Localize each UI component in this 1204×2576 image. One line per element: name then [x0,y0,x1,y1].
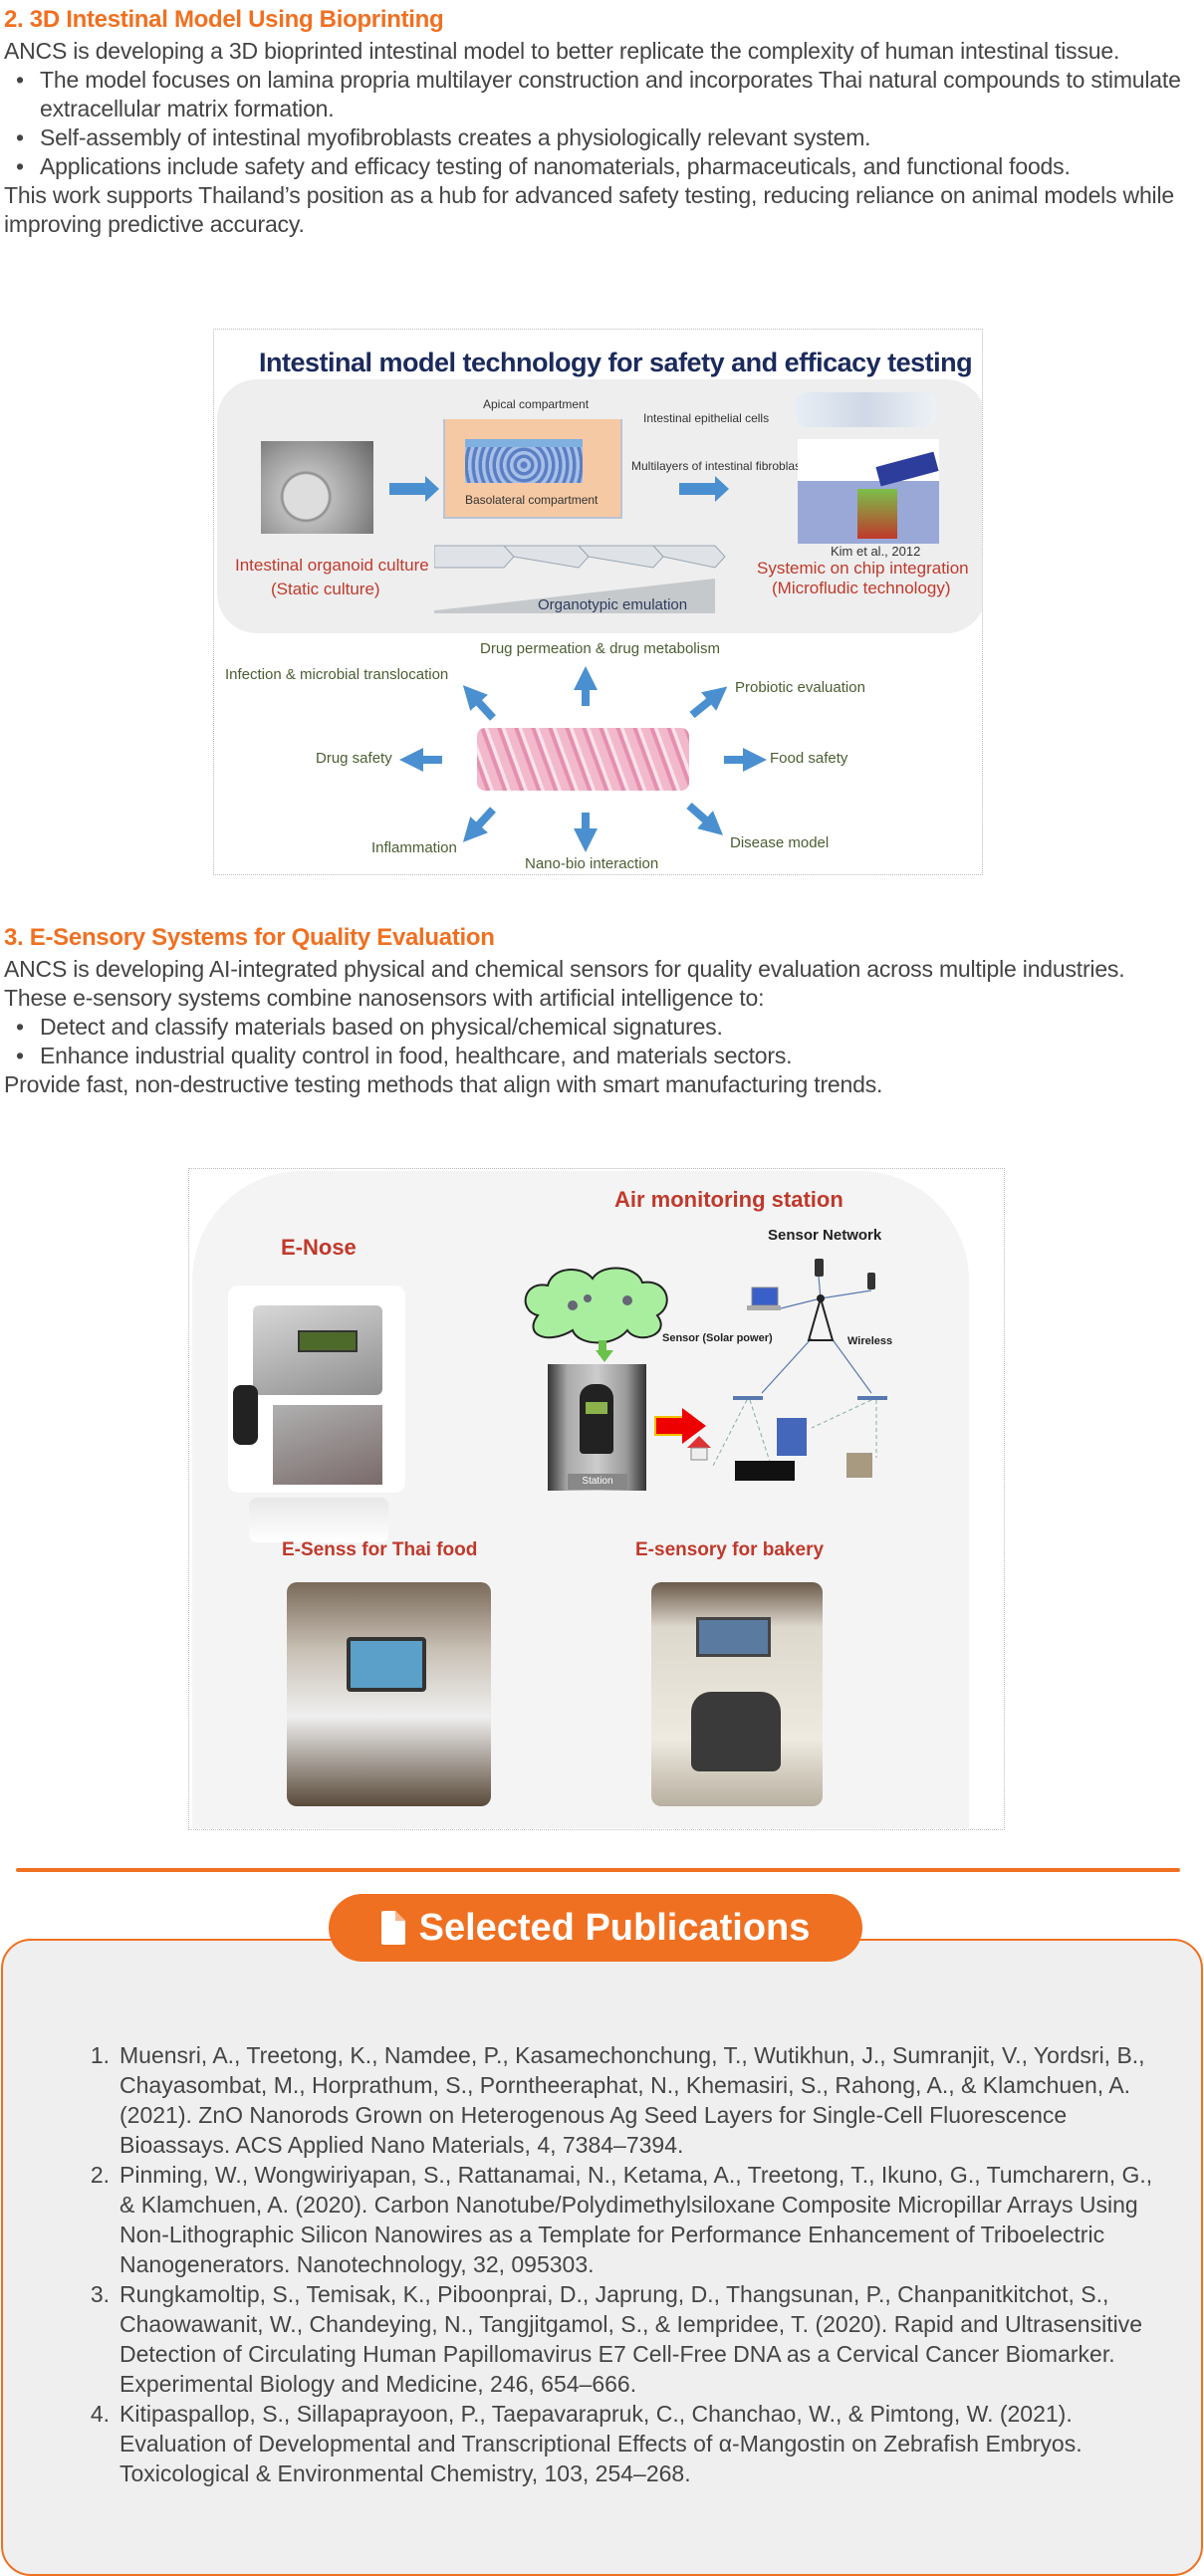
wireless-label: Wireless [847,1335,893,1347]
section-lead: These e-sensory systems combine nanosens… [4,985,765,1011]
bullet-list: Detect and classify materials based on p… [4,1013,1199,1070]
gas-cloud-icon [524,1267,668,1355]
phone-icon [815,1259,824,1277]
publication-item: 3. Rungkamoltip, S., Temisak, K., Piboonp… [60,2279,1165,2399]
thai-food-device-image [287,1582,491,1806]
emulation-label: Organotypic emulation [538,596,688,613]
human-body-image [795,392,936,427]
red-arrow-icon [654,1416,684,1436]
publications-title: Selected Publications [418,1906,811,1949]
publication-item: 2. Pinming, W., Wongwiriyapan, S., Rattan… [60,2160,1165,2279]
publication-list: 1. Muensri, A., Treetong, K., Namdee, P.,… [60,2040,1165,2488]
sensor-network-label: Sensor Network [768,1227,882,1244]
station-image: Station [548,1364,646,1491]
router-icon [733,1396,763,1400]
section-intro: ANCS is developing a 3D bioprinted intes… [4,38,1120,64]
apical-label: Apical compartment [483,397,590,411]
section-body-bioprinting: ANCS is developing a 3D bioprinted intes… [4,37,1199,239]
epithelial-layer [465,439,583,447]
fibroblast-layer [465,447,583,483]
building-icon [777,1418,807,1456]
citation-text: Rungkamoltip, S., Temisak, K., Piboonpra… [120,2281,1143,2397]
item-number: 1. [90,2042,110,2068]
enose-device-image [228,1286,405,1493]
arrow-head [425,476,439,502]
esensory-figure: Air monitoring station E-Nose Sensor Net… [188,1168,1005,1830]
document-icon [380,1911,405,1945]
organoid-image [261,441,373,534]
item-number: 4. [90,2401,110,2427]
publication-item: 4. Kitipaspallop, S., Sillapaprayoon, P.,… [60,2399,1165,2488]
station-label: Station [568,1474,627,1490]
application-arrows [399,666,767,852]
list-item: Enhance industrial quality control in fo… [4,1042,1199,1070]
list-item: Applications include safety and efficacy… [4,152,1199,181]
factory-icon [735,1461,795,1481]
intestinal-model-figure: Intestinal model technology for safety a… [213,329,983,875]
tissue-histology-image [477,728,689,791]
app-inflammation: Inflammation [371,839,457,856]
fibroblast-label: Multilayers of intestinal fibroblast [631,459,805,473]
app-nano-bio: Nano-bio interaction [525,855,659,872]
publications-badge: Selected Publications [329,1894,862,1962]
section-intro: ANCS is developing AI-integrated physica… [4,956,1125,982]
figure-title: Intestinal model technology for safety a… [259,348,973,377]
arrow-right-icon [389,483,427,495]
arrow-down-right-icon [686,802,724,835]
section-closing: Provide fast, non-destructive testing me… [4,1071,883,1097]
red-arrow-head [682,1408,706,1444]
laptop-icon [751,1287,779,1306]
section-body-esensory: ANCS is developing AI-integrated physica… [4,955,1199,1099]
section-heading-esensory: 3. E-Sensory Systems for Quality Evaluat… [4,924,495,951]
progression-chevrons [434,545,726,613]
item-number: 2. [90,2162,110,2188]
arrow-up-left-icon [462,685,496,721]
organ-on-chip-image [798,439,939,544]
phone-icon [867,1273,875,1289]
list-item: The model focuses on lamina propria mult… [4,66,1199,123]
app-food-safety: Food safety [770,750,848,767]
office-icon [846,1453,872,1478]
bakery-title: E-sensory for bakery [635,1539,825,1560]
section-closing: This work supports Thailand’s position a… [4,182,1174,237]
bakery-device-image [651,1582,823,1806]
solar-sensor-label: Sensor (Solar power) [662,1332,773,1344]
bullet-list: The model focuses on lamina propria mult… [4,66,1199,181]
thai-food-title: E-Senss for Thai food [282,1539,478,1560]
app-probiotic: Probiotic evaluation [735,679,865,696]
router-icon [857,1396,887,1400]
citation-label: Kim et al., 2012 [831,544,921,559]
arrow-down-icon [596,1350,613,1362]
app-drug-safety: Drug safety [316,750,392,767]
app-drug-permeation: Drug permeation & drug metabolism [480,640,720,657]
sensor-network-diagram [687,1259,887,1481]
section-divider [16,1868,1180,1872]
tower-icon [807,1294,835,1341]
organoid-culture-label: Intestinal organoid culture [235,556,429,575]
house-icon [687,1436,711,1448]
chip-integration-label: Systemic on chip integration [757,559,969,578]
citation-text: Kitipaspallop, S., Sillapaprayoon, P., T… [120,2401,1083,2486]
app-infection: Infection & microbial translocation [225,666,449,683]
list-item: Detect and classify materials based on p… [4,1013,1199,1042]
enose-reflection [249,1498,388,1542]
app-disease-model: Disease model [730,834,830,851]
citation-text: Pinming, W., Wongwiriyapan, S., Rattanam… [120,2162,1153,2277]
epithelial-label: Intestinal epithelial cells [643,411,770,425]
list-item: Self-assembly of intestinal myofibroblas… [4,123,1199,152]
static-culture-label: (Static culture) [271,580,380,598]
section-heading-bioprinting: 2. 3D Intestinal Model Using Bioprinting [4,6,444,33]
enose-title: E-Nose [281,1235,357,1260]
basolateral-label: Basolateral compartment [465,493,599,507]
item-number: 3. [90,2281,110,2307]
publication-item: 1. Muensri, A., Treetong, K., Namdee, P.,… [60,2040,1165,2160]
microfluidic-label: (Microfludic technology) [772,579,951,597]
arrow-up-right-icon [689,686,728,719]
arrow-down-left-icon [462,807,496,842]
arrow-head [715,476,729,502]
air-station-title: Air monitoring station [614,1187,843,1212]
citation-text: Muensri, A., Treetong, K., Namdee, P., K… [120,2042,1145,2158]
arrow-right-icon [679,483,717,495]
